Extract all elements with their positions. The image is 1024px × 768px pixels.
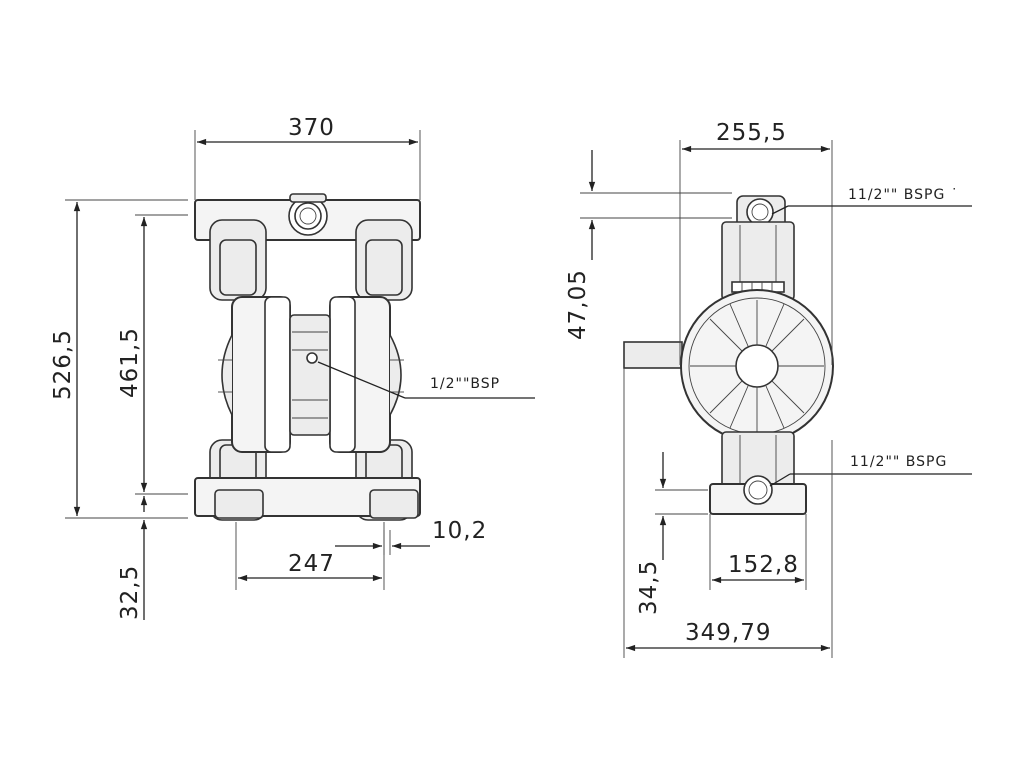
dim-overall-width: 370	[288, 115, 335, 141]
dim-top-width: 255,5	[716, 120, 787, 146]
air-inlet-label: 1/2""BSP	[430, 376, 500, 392]
outlet-port-front	[288, 193, 328, 236]
dim-port-height: 461,5	[117, 327, 143, 398]
dim-overall-depth: 349,79	[685, 620, 771, 646]
dim-overall-height: 526,5	[50, 329, 76, 400]
outlet-label: 11/2"" BSPG ˙	[848, 187, 959, 203]
dim-foot-spacing: 247	[288, 551, 335, 577]
dim-base-offset: 32,5	[117, 565, 143, 620]
diaphragm-housing	[680, 289, 834, 443]
dim-inlet-height: 34,5	[636, 560, 662, 615]
air-inlet-port-front	[306, 352, 318, 364]
front-view: 370 526,5 461,5 32,5 247 10,2 1/2""BSP	[50, 115, 535, 620]
inlet-label: 11/2"" BSPG	[850, 454, 947, 470]
side-view: 255,5 47,05 11/2"" BSPG ˙ 11/2"" BSPG 34…	[565, 120, 972, 658]
dim-outlet-height: 47,05	[565, 269, 591, 340]
dim-foot-width: 10,2	[432, 518, 487, 544]
dim-base-width: 152,8	[728, 552, 799, 578]
